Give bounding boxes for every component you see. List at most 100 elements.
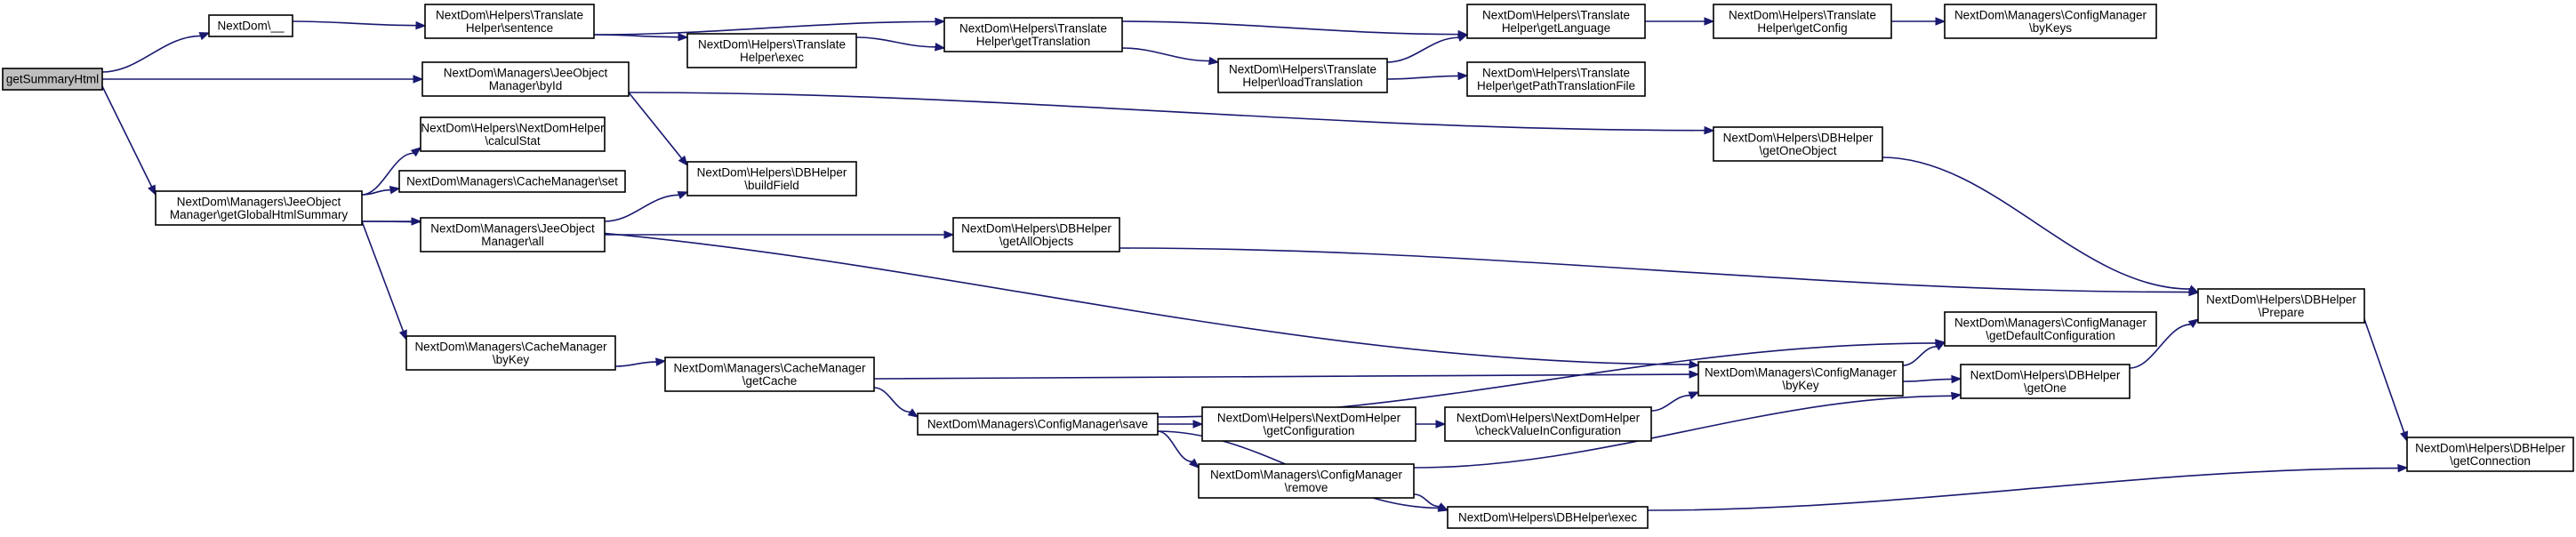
edge-n5-n6 (855, 36, 936, 48)
node-label: \getConfiguration (1264, 424, 1355, 437)
node-n0[interactable]: getSummaryHtml (2, 68, 103, 91)
arrowhead-n1-n4 (415, 20, 427, 30)
node-n17[interactable]: NextDom\Managers\CacheManager\byKey (405, 335, 616, 371)
arrowhead-n7-n8 (1704, 17, 1715, 26)
node-label: Helper\getTranslation (976, 35, 1091, 48)
node-n23[interactable]: NextDom\Managers\ConfigManager\getDefaul… (1944, 311, 2157, 347)
node-n8[interactable]: NextDom\Helpers\TranslateHelper\getConfi… (1713, 4, 1892, 39)
node-label: NextDom\Helpers\Translate (959, 21, 1107, 35)
edge-n27-n24 (1413, 395, 1953, 469)
arrowhead-n24-n20 (2187, 318, 2200, 328)
node-label: \byKey (1782, 379, 1819, 392)
node-n21[interactable]: NextDom\Managers\CacheManager\getCache (664, 357, 875, 392)
node-box (1713, 4, 1892, 39)
edge-n2-n12 (628, 92, 683, 159)
node-n1[interactable]: NextDom\__ (208, 14, 293, 37)
node-n14[interactable]: NextDom\Helpers\NextDomHelper\calculStat (420, 116, 606, 152)
node-label: \byKeys (2029, 21, 2072, 35)
node-n3[interactable]: NextDom\Managers\JeeObjectManager\getGlo… (155, 190, 363, 226)
node-label: NextDom\Helpers\DBHelper (697, 165, 847, 179)
node-n25[interactable]: NextDom\Helpers\NextDomHelper\getConfigu… (1201, 406, 1416, 442)
arrowhead-n21-n22 (907, 408, 919, 418)
arrowhead-n16-n12 (677, 191, 689, 199)
node-label: NextDom\Managers\ConfigManager (1954, 8, 2147, 21)
node-box (1201, 406, 1416, 442)
arrowhead-n26-n18 (1688, 391, 1700, 400)
node-n10[interactable]: NextDom\Helpers\TranslateHelper\loadTran… (1217, 58, 1388, 93)
node-box (1713, 126, 1883, 162)
node-label: NextDom\Managers\CacheManager (673, 361, 866, 374)
node-label: Helper\getConfig (1757, 21, 1847, 35)
arrowhead-n3-n15 (389, 186, 401, 195)
edge-n17-n21 (614, 361, 657, 367)
edge-n27-n28 (1413, 493, 1440, 508)
node-n22[interactable]: NextDom\Managers\ConfigManager\save (917, 413, 1159, 436)
node-label: Helper\exec (740, 51, 804, 64)
node-label: NextDom\Managers\ConfigManager (1705, 365, 1898, 379)
node-box (405, 335, 616, 371)
node-label: NextDom\Helpers\Translate (698, 37, 846, 51)
node-box (420, 217, 606, 252)
node-label: NextDom\Helpers\Translate (1729, 8, 1876, 21)
node-label: Helper\getLanguage (1502, 21, 1610, 35)
edge-n24-n20 (2129, 324, 2191, 369)
node-box (917, 413, 1159, 436)
arrowhead-n10-n7 (1457, 33, 1469, 42)
arrowhead-n18-n23 (1934, 341, 1946, 351)
node-n9[interactable]: NextDom\Managers\ConfigManager\byKeys (1944, 4, 2157, 39)
edge-n16-n12 (604, 194, 679, 222)
node-box (1466, 61, 1646, 97)
node-label: Manager\byId (489, 79, 563, 92)
edge-n21-n22 (873, 387, 911, 413)
node-n20[interactable]: NextDom\Helpers\DBHelper\Prepare (2197, 288, 2365, 324)
node-n27[interactable]: NextDom\Managers\ConfigManager\remove (1198, 463, 1415, 499)
arrowhead-n0-n3 (148, 184, 156, 196)
node-box (664, 357, 875, 392)
node-n19[interactable]: NextDom\Helpers\DBHelper\getAllObjects (952, 217, 1120, 252)
node-n26[interactable]: NextDom\Helpers\NextDomHelper\checkValue… (1444, 406, 1652, 442)
node-label: \getConnection (2450, 454, 2531, 468)
edge-n28-n29 (1647, 467, 2399, 511)
node-n12[interactable]: NextDom\Helpers\DBHelper\buildField (686, 161, 857, 196)
node-label: NextDom\Helpers\Translate (1482, 8, 1630, 21)
arrowhead-n5-n6 (935, 43, 946, 52)
node-label: NextDom\Helpers\NextDomHelper (1457, 411, 1641, 424)
node-label: NextDom\Managers\JeeObject (177, 195, 341, 208)
node-n29[interactable]: NextDom\Helpers\DBHelper\getConnection (2406, 437, 2574, 472)
node-n18[interactable]: NextDom\Managers\ConfigManager\byKey (1697, 361, 1904, 397)
node-label: Manager\all (481, 235, 544, 248)
node-box (1697, 361, 1904, 397)
arrowhead-n22-n25 (1192, 420, 1204, 429)
node-n7[interactable]: NextDom\Helpers\TranslateHelper\getLangu… (1466, 4, 1646, 39)
arrowhead-n20-n29 (2400, 430, 2409, 443)
edge-n6-n7 (1121, 20, 1459, 36)
node-label: Helper\loadTranslation (1242, 76, 1362, 89)
node-label: NextDom\Managers\JeeObject (430, 221, 595, 235)
node-label: \getDefaultConfiguration (1986, 329, 2115, 342)
edge-n3-n17 (361, 220, 405, 332)
edge-n21-n18 (873, 373, 1690, 380)
edge-n26-n18 (1650, 394, 1690, 412)
node-box (1198, 463, 1415, 499)
node-n24[interactable]: NextDom\Helpers\DBHelper\getOne (1960, 364, 2131, 399)
node-label: Manager\getGlobalHtmlSummary (170, 208, 349, 221)
edge-n0-n1 (101, 35, 201, 73)
node-n15[interactable]: NextDom\Managers\CacheManager\set (398, 170, 626, 193)
node-n6[interactable]: NextDom\Helpers\TranslateHelper\getTrans… (943, 17, 1123, 52)
node-box (1466, 4, 1646, 39)
node-n13[interactable]: NextDom\Helpers\DBHelper\getOneObject (1713, 126, 1883, 162)
arrowhead-n28-n29 (2397, 463, 2409, 473)
node-n11[interactable]: NextDom\Helpers\TranslateHelper\getPathT… (1466, 61, 1646, 97)
arrowhead-n25-n26 (1435, 420, 1447, 429)
node-label: \getOne (2024, 381, 2066, 395)
node-n28[interactable]: NextDom\Helpers\DBHelper\exec (1447, 506, 1649, 529)
edge-n22-n27 (1157, 430, 1192, 463)
edge-n3-n15 (361, 188, 391, 196)
node-label: NextDom\Helpers\DBHelper (1723, 131, 1874, 144)
node-label: \byKey (493, 353, 530, 366)
edge-n2-n13 (628, 92, 1705, 132)
